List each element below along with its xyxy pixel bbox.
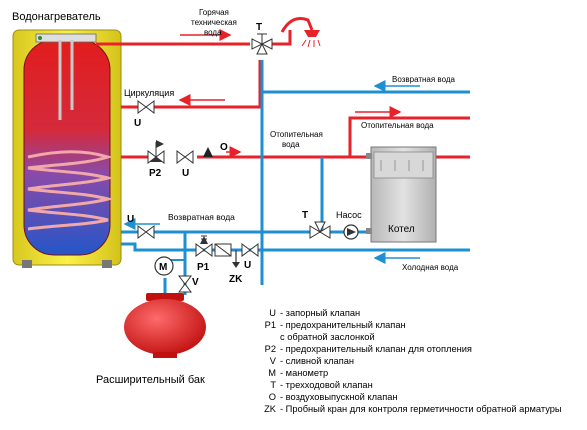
pump-icon bbox=[343, 224, 359, 240]
legend-item-t: T- трехходовой клапан bbox=[270, 380, 373, 390]
valve-p1 bbox=[195, 235, 213, 257]
legend-item-p2: P2- предохранительный клапан для отоплен… bbox=[264, 344, 472, 354]
heating-water-right-label: Отопительная вода bbox=[361, 121, 434, 130]
cold-pipes bbox=[121, 60, 470, 295]
valve-u-return bbox=[137, 225, 155, 239]
expansion-tank-label: Расширительный бак bbox=[96, 374, 205, 386]
hot-water-label-1: Горячая bbox=[199, 8, 229, 17]
air-vent-o bbox=[203, 147, 213, 157]
legend-item-m: M- манометр bbox=[268, 368, 329, 378]
hot-water-label-2: техническая bbox=[191, 18, 237, 27]
valve-u-circulation bbox=[137, 100, 155, 114]
heater-label: Водонагреватель bbox=[12, 11, 101, 23]
shower-head-icon bbox=[280, 17, 321, 48]
legend-item-o: O- воздуховыпускной клапан bbox=[268, 392, 398, 402]
legend-item-p1: P1- предохранительный клапан bbox=[264, 320, 406, 330]
symbol-p1: P1 bbox=[197, 262, 210, 273]
circulation-label: Циркуляция bbox=[124, 88, 174, 98]
test-tap-zk bbox=[232, 250, 240, 268]
symbol-v: V bbox=[192, 277, 199, 288]
legend-item-v: V- сливной клапан bbox=[269, 356, 355, 366]
boiler-label: Котел bbox=[388, 224, 415, 235]
valve-u-cold bbox=[241, 243, 259, 257]
flow-arrows bbox=[123, 29, 420, 264]
symbol-u-return: U bbox=[127, 214, 134, 225]
manometer-icon bbox=[154, 256, 185, 276]
legend-item-u: U- запорный клапан bbox=[269, 308, 361, 318]
boiler bbox=[366, 146, 437, 243]
symbol-u-heat: U bbox=[182, 168, 189, 179]
symbol-u-circ: U bbox=[134, 118, 141, 129]
symbol-t-top: T bbox=[256, 22, 262, 33]
valve-p2 bbox=[147, 140, 165, 164]
symbol-t-mid: T bbox=[302, 210, 308, 221]
three-way-valve-top bbox=[251, 33, 273, 55]
symbol-o: O bbox=[220, 142, 228, 153]
hot-water-label-3: вода bbox=[204, 28, 222, 37]
return-water-mid-label: Возвратная вода bbox=[168, 212, 235, 222]
symbol-m: M bbox=[159, 262, 167, 273]
cold-water-label: Холодная вода bbox=[402, 263, 459, 272]
expansion-tank bbox=[124, 278, 206, 358]
symbol-zk: ZK bbox=[229, 274, 243, 285]
return-water-top-label: Возвратная вода bbox=[392, 75, 456, 84]
symbol-p2: P2 bbox=[149, 168, 162, 179]
legend-item-zk: ZK- Пробный кран для контроля герметично… bbox=[264, 404, 562, 414]
three-way-valve-mid bbox=[309, 221, 331, 239]
symbol-u-cold: U bbox=[244, 260, 251, 271]
legend: U- запорный клапан P1- предохранительный… bbox=[254, 307, 562, 415]
valve-u-heating bbox=[176, 150, 194, 164]
heating-water-label-1: Отопительная bbox=[270, 130, 323, 139]
water-heater-tank bbox=[12, 29, 122, 268]
heating-coil bbox=[27, 150, 114, 231]
pump-label: Насос bbox=[336, 210, 362, 220]
heating-water-label-2: вода bbox=[282, 140, 300, 149]
drain-valve-v bbox=[178, 275, 192, 293]
legend-item-p1-sub: с обратной заслонкой bbox=[280, 332, 375, 342]
